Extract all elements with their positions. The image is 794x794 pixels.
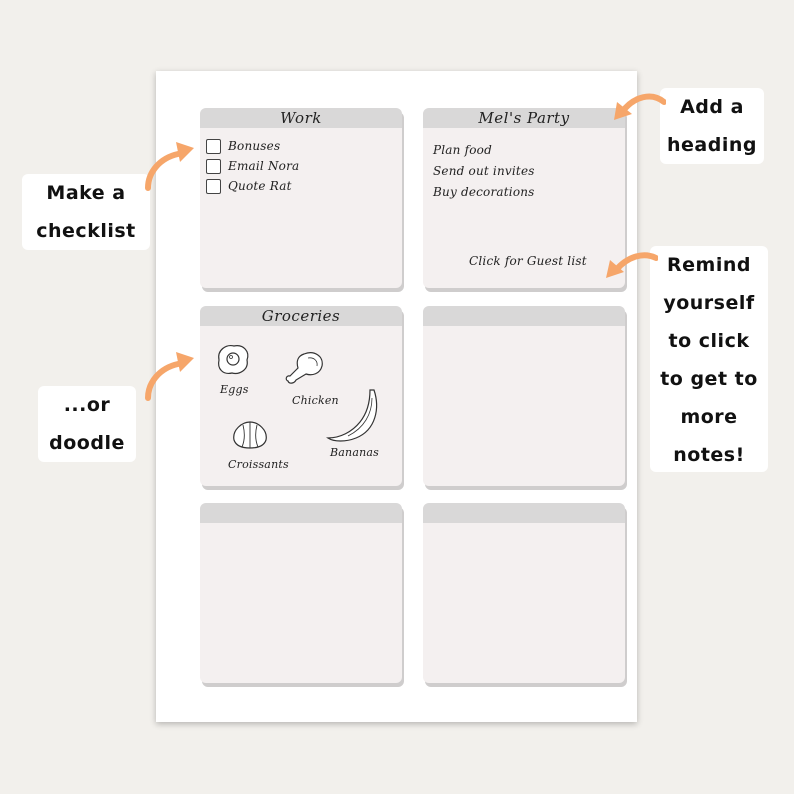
callout-line: to click bbox=[668, 330, 750, 352]
checklist-item[interactable]: Bonuses bbox=[206, 136, 402, 156]
banana-icon bbox=[326, 389, 378, 442]
note-groceries: Groceries Eggs Chicken Croissants Banana… bbox=[200, 306, 402, 486]
callout-line: ...or bbox=[63, 394, 111, 416]
callout-line: to get to bbox=[660, 368, 758, 390]
note-party-heading[interactable]: Mel's Party bbox=[423, 108, 625, 128]
callout-line: more bbox=[680, 406, 738, 428]
note-empty[interactable] bbox=[423, 503, 625, 683]
checklist-item[interactable]: Quote Rat bbox=[206, 176, 402, 196]
checkbox[interactable] bbox=[206, 158, 221, 174]
callout-doodle: ...or doodle bbox=[38, 386, 136, 462]
note-empty[interactable] bbox=[200, 503, 402, 683]
chicken-drumstick-icon bbox=[285, 352, 323, 384]
callout-line: notes! bbox=[673, 444, 745, 466]
doodle-label-bananas: Bananas bbox=[330, 446, 379, 459]
checkbox[interactable] bbox=[206, 138, 221, 154]
doodle-label-eggs: Eggs bbox=[220, 383, 249, 396]
arrow-to-doodle-icon bbox=[145, 352, 194, 401]
note-work: Work Bonuses Email Nora Quote Rat bbox=[200, 108, 402, 288]
callout-remind: Remind yourself to click to get to more … bbox=[650, 246, 768, 472]
note-empty-heading[interactable] bbox=[423, 503, 625, 523]
arrow-to-guest-list-icon bbox=[606, 252, 658, 278]
callout-line: Remind bbox=[667, 254, 751, 276]
checklist-item-label: Quote Rat bbox=[228, 179, 292, 193]
checkbox[interactable] bbox=[206, 178, 221, 194]
callout-line: doodle bbox=[49, 432, 125, 454]
croissant-icon bbox=[233, 421, 267, 449]
egg-doodle-icon bbox=[218, 345, 249, 375]
checklist: Bonuses Email Nora Quote Rat bbox=[200, 128, 402, 196]
arrow-to-heading-icon bbox=[614, 93, 666, 120]
callout-line: checklist bbox=[36, 220, 136, 242]
party-list: Plan food Send out invites Buy decoratio… bbox=[423, 128, 625, 203]
callout-line: Make a bbox=[46, 182, 126, 204]
checklist-item[interactable]: Email Nora bbox=[206, 156, 402, 176]
callout-make-checklist: Make a checklist bbox=[22, 174, 150, 250]
list-item: Buy decorations bbox=[433, 185, 535, 199]
list-item: Send out invites bbox=[433, 164, 535, 178]
callout-add-heading: Add a heading bbox=[660, 88, 764, 164]
callout-line: yourself bbox=[663, 292, 755, 314]
checklist-item-label: Bonuses bbox=[228, 139, 281, 153]
doodle-label-chicken: Chicken bbox=[292, 394, 339, 407]
note-empty-heading[interactable] bbox=[423, 306, 625, 326]
arrow-to-checklist-icon bbox=[145, 142, 194, 191]
note-empty[interactable] bbox=[423, 306, 625, 486]
list-item: Plan food bbox=[433, 143, 492, 157]
guest-list-link[interactable]: Click for Guest list bbox=[469, 254, 587, 268]
planner-page: Work Bonuses Email Nora Quote Rat Mel's … bbox=[156, 71, 637, 722]
note-work-heading[interactable]: Work bbox=[200, 108, 402, 128]
note-empty-heading[interactable] bbox=[200, 503, 402, 523]
callout-line: heading bbox=[667, 134, 757, 156]
doodle-label-croissants: Croissants bbox=[228, 458, 289, 471]
note-groceries-heading[interactable]: Groceries bbox=[200, 306, 402, 326]
note-party: Mel's Party Plan food Send out invites B… bbox=[423, 108, 625, 288]
callout-line: Add a bbox=[680, 96, 744, 118]
checklist-item-label: Email Nora bbox=[228, 159, 300, 173]
